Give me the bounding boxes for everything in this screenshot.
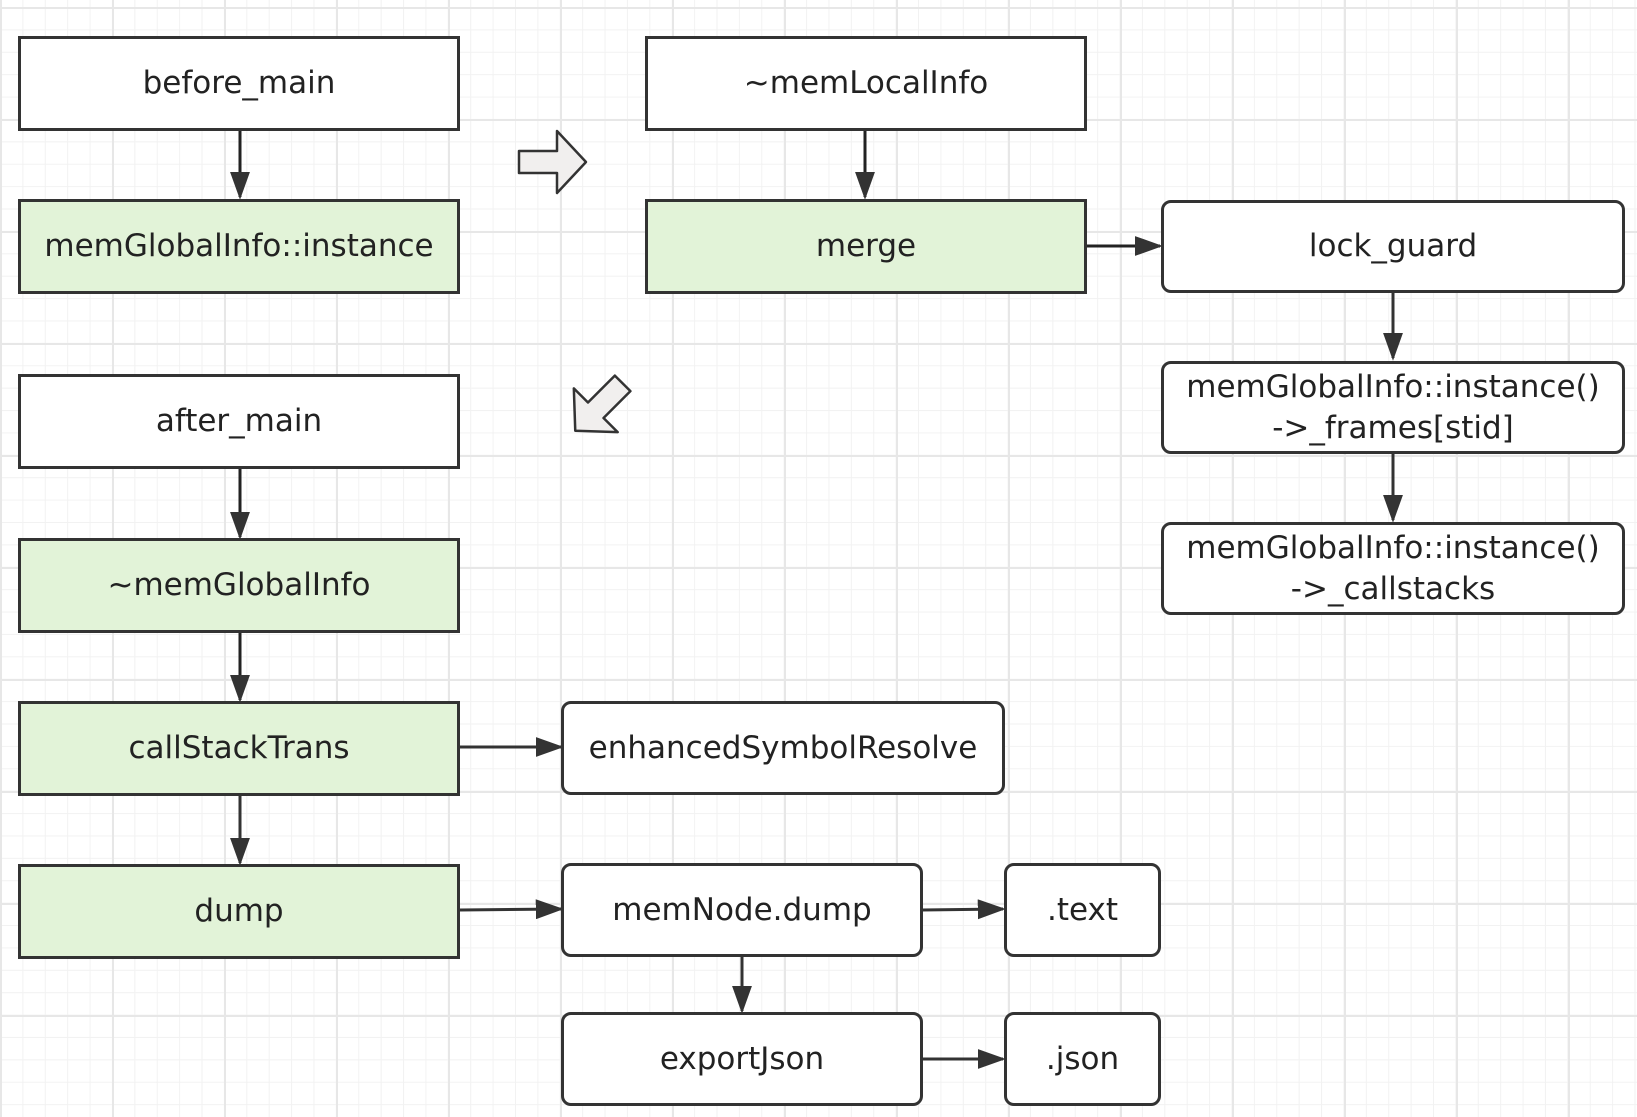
node-lock-guard[interactable]: lock_guard <box>1161 200 1625 293</box>
node-mem-node-dump[interactable]: memNode.dump <box>561 863 923 957</box>
node-callstacks[interactable]: memGlobalInfo::instance() ->_callstacks <box>1161 522 1625 615</box>
arrow-memnode-dump-to-text <box>921 899 1006 920</box>
node-merge[interactable]: merge <box>645 199 1087 294</box>
block-arrow-right-icon <box>517 129 588 195</box>
node-mem-global-instance[interactable]: memGlobalInfo::instance <box>18 199 460 294</box>
block-arrow-down-left-icon <box>572 374 632 434</box>
arrow-dump-to-memnode-dump <box>459 899 564 920</box>
node-after-main[interactable]: after_main <box>18 374 460 469</box>
node-text-output[interactable]: .text <box>1004 863 1161 957</box>
node-mem-local-dtor[interactable]: ~memLocalInfo <box>645 36 1087 131</box>
node-export-json[interactable]: exportJson <box>561 1012 923 1106</box>
node-before-main[interactable]: before_main <box>18 36 460 131</box>
node-frames[interactable]: memGlobalInfo::instance() ->_frames[stid… <box>1161 361 1625 454</box>
node-enhanced-symbol-resolve[interactable]: enhancedSymbolResolve <box>561 701 1005 795</box>
node-mem-global-dtor[interactable]: ~memGlobalInfo <box>18 538 460 633</box>
node-json-output[interactable]: .json <box>1004 1012 1161 1106</box>
node-call-stack-trans[interactable]: callStackTrans <box>18 701 460 796</box>
node-dump[interactable]: dump <box>18 864 460 959</box>
